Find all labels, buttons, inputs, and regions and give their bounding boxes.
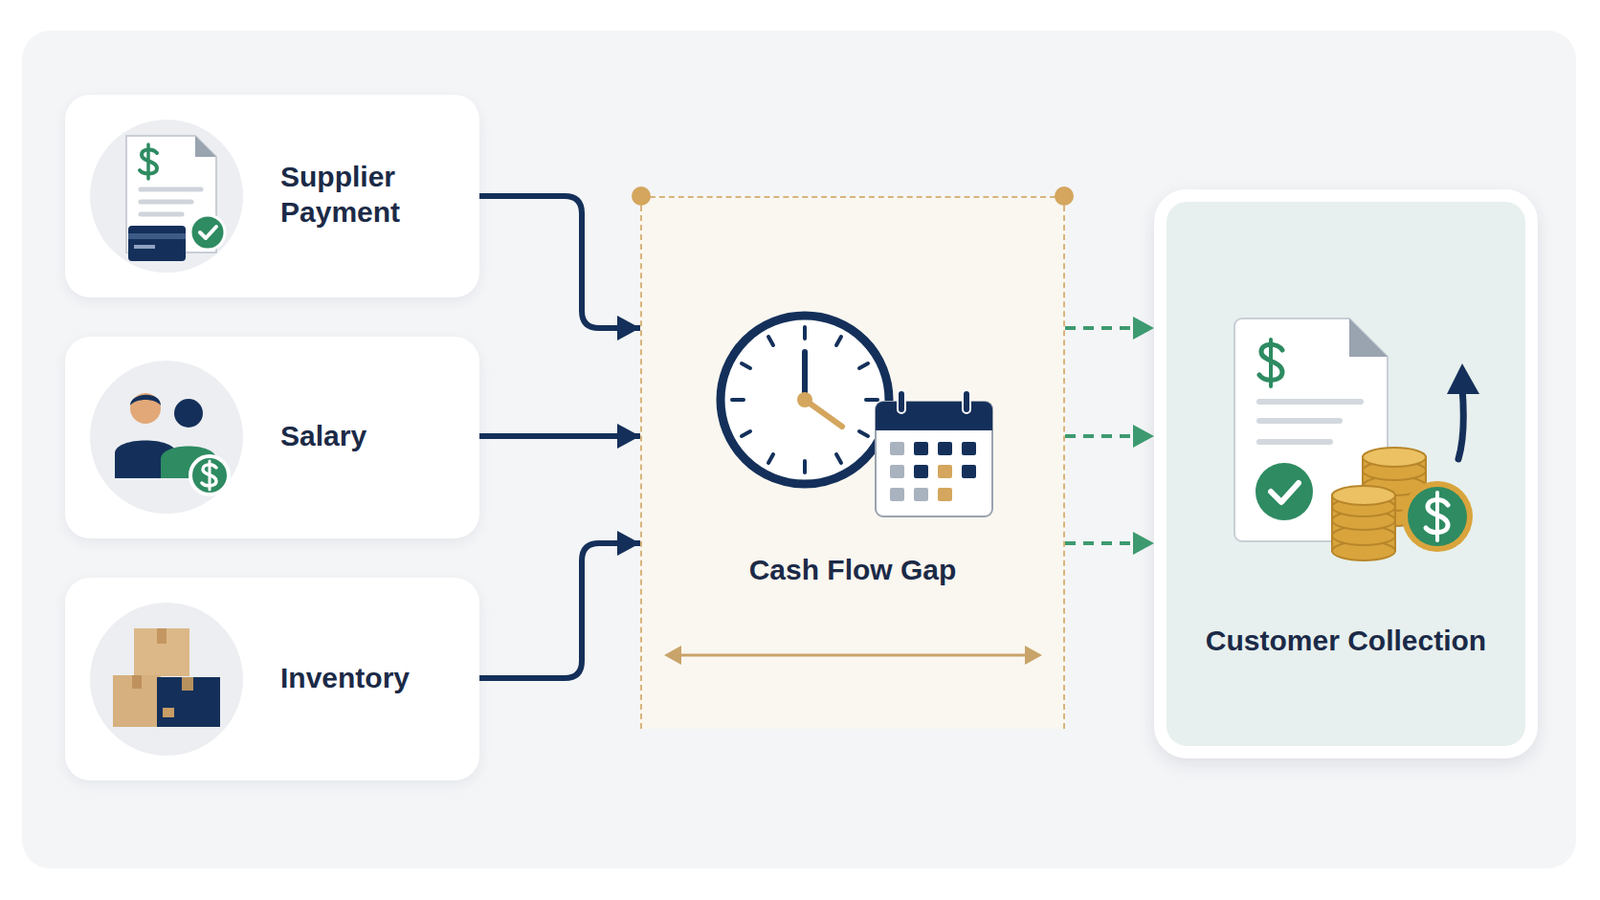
flow-arrow [479, 543, 641, 679]
expense-box: Supplier Payment [65, 94, 480, 298]
expense-box: Inventory [65, 577, 480, 781]
flow-arrow [479, 433, 641, 440]
gap-zone: Cash Flow Gap [640, 196, 1066, 730]
dashed-arrow [1065, 541, 1155, 546]
collection-box: Customer Collection [1154, 189, 1538, 759]
node-label: Salary [280, 418, 444, 454]
flow-arrow [479, 196, 641, 329]
expense-box: Salary [65, 336, 480, 539]
dashed-arrow [1065, 434, 1155, 439]
node-label: Inventory [280, 660, 444, 696]
node-label: Supplier Payment [280, 158, 444, 230]
dashed-arrow [1065, 326, 1155, 331]
node-label: Customer Collection [1166, 622, 1526, 659]
node-label: Cash Flow Gap [642, 552, 1064, 588]
